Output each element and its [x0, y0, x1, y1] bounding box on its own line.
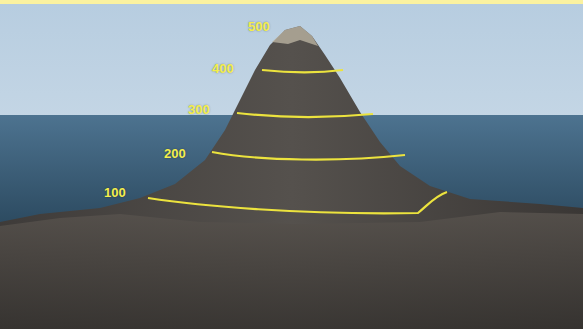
contour-height: 100 — [104, 186, 126, 199]
contour-height: 400 — [212, 62, 234, 75]
mountain — [0, 26, 583, 329]
contour-400 — [262, 70, 343, 72]
contour-100 — [148, 192, 447, 213]
contour-height: 200 — [164, 147, 186, 160]
contour-200 — [212, 152, 405, 160]
contour-300 — [237, 113, 373, 117]
contour-height: 300 — [188, 103, 210, 116]
contour-height: 500 — [248, 20, 270, 33]
summit-highlight — [272, 26, 318, 46]
sky — [0, 4, 583, 329]
ground — [0, 212, 583, 329]
contour-lines — [148, 70, 447, 213]
